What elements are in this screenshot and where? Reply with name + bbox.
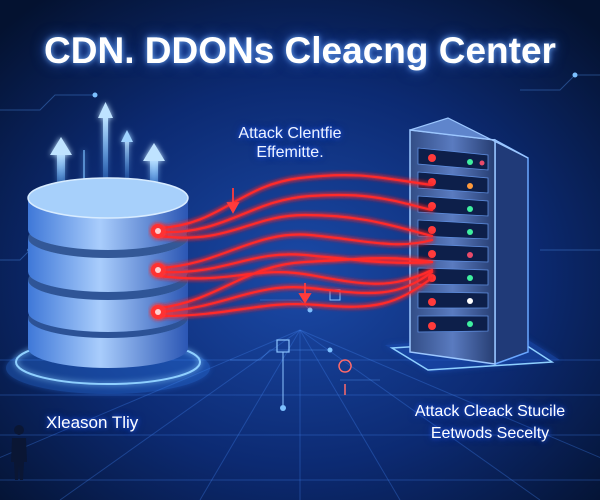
server-rack-icon <box>385 117 560 372</box>
attack-label-line2: Effemitte. <box>256 144 324 161</box>
floor-grid <box>0 329 600 500</box>
database-cylinder-icon <box>6 177 210 394</box>
attack-traffic-streams <box>158 174 434 318</box>
arrow-up-icon <box>121 130 133 182</box>
source-label: Xleason Tliy <box>46 413 139 432</box>
target-label-line2: Eetwods Secelty <box>430 425 550 442</box>
page-title: CDN. DDONs Cleacng Center <box>44 30 556 71</box>
attack-label-line1: Attack Clentfie <box>238 125 342 142</box>
arrow-up-icon <box>143 143 165 192</box>
target-label: Attack Cleack Stucile Eetwods Secelty <box>390 401 590 445</box>
arrow-up-icon <box>98 102 113 186</box>
target-label-line1: Attack Cleack Stucile <box>414 403 566 420</box>
arrow-up-icon <box>50 137 72 190</box>
arrow-down-icon <box>298 283 312 304</box>
server-indicator-lights <box>428 154 485 330</box>
upload-arrows <box>50 102 165 192</box>
circuit-lines <box>0 74 600 381</box>
arrow-down-icon <box>226 188 240 214</box>
person-silhouette-icon <box>11 425 27 480</box>
attack-endpoints <box>151 224 165 319</box>
attack-label: Attack Clentfie Effemitte. <box>190 124 390 162</box>
